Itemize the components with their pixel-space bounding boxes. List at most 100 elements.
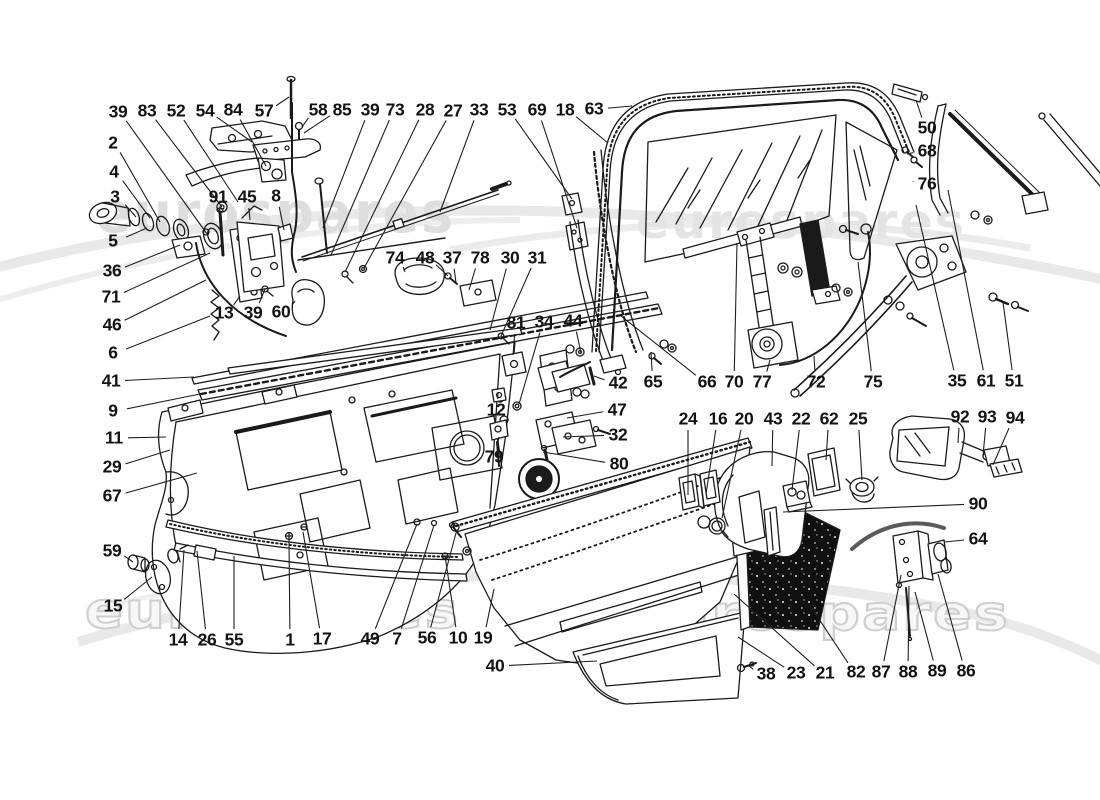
part-label-91-32: 91 xyxy=(208,186,228,207)
leader-line-19-86 xyxy=(485,588,495,628)
leader-line-86-95 xyxy=(937,573,963,661)
part-label-53-13: 53 xyxy=(497,99,517,120)
part-label-30-42: 30 xyxy=(500,247,520,268)
leader-line-82-91 xyxy=(808,603,849,664)
leader-line-10-85 xyxy=(444,555,457,628)
part-label-78-41: 78 xyxy=(470,247,490,268)
vent-window-frame xyxy=(891,83,1100,312)
leader-line-14-77 xyxy=(178,549,185,630)
leader-line-75-55 xyxy=(857,261,872,372)
part-label-66-51: 66 xyxy=(697,371,717,392)
part-label-90-75: 90 xyxy=(968,493,988,514)
part-label-10-85: 10 xyxy=(448,627,468,648)
part-label-48-39: 48 xyxy=(415,247,435,268)
part-label-58-6: 58 xyxy=(308,99,328,120)
part-label-39-8: 39 xyxy=(360,99,380,120)
part-label-85-7: 85 xyxy=(332,99,352,120)
leader-line-66-51 xyxy=(620,315,697,376)
leader-line-70-52 xyxy=(733,242,738,372)
leader-line-56-84 xyxy=(430,532,457,628)
leader-line-52-2 xyxy=(183,119,239,203)
leader-line-88-93 xyxy=(907,585,910,662)
leader-line-58-6 xyxy=(301,117,309,128)
part-label-93-73: 93 xyxy=(977,406,997,427)
part-label-94-74: 94 xyxy=(1005,407,1025,428)
leader-line-25-71 xyxy=(858,429,863,481)
leader-line-15-31 xyxy=(123,576,153,600)
leader-line-57-5 xyxy=(275,96,290,107)
leader-line-48-39 xyxy=(435,264,449,277)
leader-line-41-25 xyxy=(124,376,195,382)
part-label-71-22: 71 xyxy=(101,286,121,307)
leader-line-80-61 xyxy=(542,451,606,463)
part-label-81-44: 81 xyxy=(506,312,526,333)
leader-line-31-43 xyxy=(500,267,532,337)
leader-line-50-62 xyxy=(915,99,923,118)
leader-line-5-20 xyxy=(125,227,148,238)
leader-line-72-54 xyxy=(813,355,816,372)
part-label-1-80: 1 xyxy=(285,629,295,650)
leader-line-44-46 xyxy=(575,331,582,354)
leader-line-39-36 xyxy=(258,288,266,304)
leader-line-94-74 xyxy=(992,427,1010,466)
leader-line-27-11 xyxy=(363,120,447,269)
leader-line-90-75 xyxy=(782,503,965,513)
part-label-62-70: 62 xyxy=(819,408,839,429)
leader-line-3-19 xyxy=(124,204,137,218)
leader-line-92-72 xyxy=(957,427,960,444)
part-label-63-16: 63 xyxy=(584,98,604,119)
part-label-26-78: 26 xyxy=(197,629,217,650)
leader-line-39-0 xyxy=(125,120,208,235)
part-label-4-18: 4 xyxy=(109,161,119,182)
lock-cylinder-parts xyxy=(88,201,224,259)
part-label-51-58: 51 xyxy=(1004,370,1024,391)
leader-line-17-81 xyxy=(302,531,321,629)
part-label-84-4: 84 xyxy=(223,99,243,120)
leader-line-34-45 xyxy=(518,332,541,405)
leader-line-84-4 xyxy=(239,119,267,167)
part-label-75-55: 75 xyxy=(863,371,883,392)
part-label-20-67: 20 xyxy=(734,408,754,429)
part-label-38-88: 38 xyxy=(756,663,776,684)
part-label-87-92: 87 xyxy=(871,661,891,682)
part-label-46-23: 46 xyxy=(102,314,122,335)
leader-line-73-9 xyxy=(330,119,390,256)
leader-line-33-12 xyxy=(439,120,475,213)
part-label-24-65: 24 xyxy=(678,408,698,429)
leader-line-63-16 xyxy=(607,105,633,109)
part-label-17-81: 17 xyxy=(312,628,332,649)
part-label-2-17: 2 xyxy=(108,132,118,153)
leader-line-21-90 xyxy=(733,593,815,667)
leader-line-4-18 xyxy=(122,180,151,219)
leader-line-79-48 xyxy=(496,436,500,447)
part-label-33-12: 33 xyxy=(469,99,489,120)
leader-line-61-57 xyxy=(947,189,984,371)
part-label-32-60: 32 xyxy=(608,424,628,445)
part-label-21-90: 21 xyxy=(815,662,835,683)
part-label-28-10: 28 xyxy=(415,99,435,120)
leader-line-45-33 xyxy=(248,207,251,221)
leader-line-87-92 xyxy=(883,574,902,662)
leader-line-47-59 xyxy=(566,411,604,419)
leader-line-74-38 xyxy=(402,266,406,273)
leader-line-83-1 xyxy=(155,119,223,208)
leader-line-71-22 xyxy=(123,252,211,294)
part-label-55-79: 55 xyxy=(224,629,244,650)
part-label-45-33: 45 xyxy=(237,186,257,207)
leader-line-60-37 xyxy=(291,300,296,306)
part-label-88-93: 88 xyxy=(898,661,918,682)
part-label-31-43: 31 xyxy=(527,247,547,268)
part-label-70-52: 70 xyxy=(724,371,744,392)
part-label-6-24: 6 xyxy=(108,342,118,363)
leader-line-20-67 xyxy=(721,429,742,519)
part-label-72-54: 72 xyxy=(806,371,826,392)
part-label-41-25: 41 xyxy=(101,370,121,391)
part-label-42-49: 42 xyxy=(608,372,628,393)
part-label-83-1: 83 xyxy=(137,100,157,121)
leader-line-22-69 xyxy=(791,429,800,491)
part-label-80-61: 80 xyxy=(609,453,629,474)
leader-line-59-30 xyxy=(124,555,134,563)
leader-line-28-10 xyxy=(344,119,420,273)
part-label-7-83: 7 xyxy=(392,628,402,649)
